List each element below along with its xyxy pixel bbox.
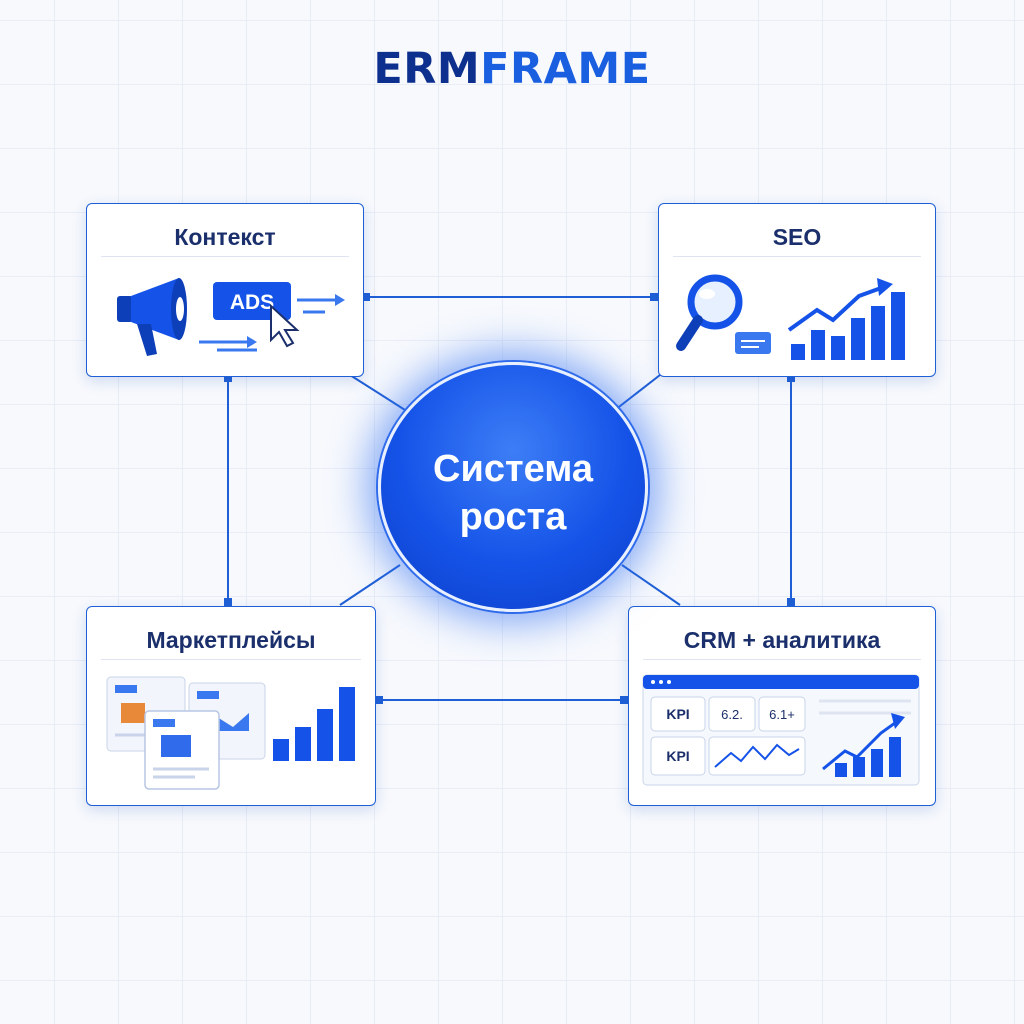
- kpi-tile: KPI: [650, 736, 706, 776]
- hub-label: Система роста: [381, 445, 645, 541]
- kpi-tile: 6.1+: [758, 696, 806, 732]
- connector-hub-br: [621, 564, 681, 606]
- divider: [101, 256, 349, 257]
- seo-illustration: [676, 274, 905, 360]
- bar-chart-icon: [791, 292, 905, 360]
- divider: [673, 256, 921, 257]
- connector-hub-tl: [349, 374, 406, 411]
- divider: [101, 659, 361, 660]
- card-marketplaces-title: Маркетплейсы: [146, 627, 316, 653]
- kpi-tile: 6.2.: [708, 696, 756, 732]
- card-marketplaces[interactable]: Маркетплейсы: [86, 606, 376, 806]
- bar-chart-icon: [273, 687, 355, 761]
- megaphone-icon: [117, 278, 187, 356]
- trend-arrow-icon: [787, 286, 882, 332]
- card-seo[interactable]: SEO: [658, 203, 936, 377]
- dashboard-illustration: KPI 6.2. 6.1+ KPI: [642, 674, 920, 786]
- card-crm-analytics[interactable]: CRM + аналитика KPI 6.2. 6.1+ KPI: [628, 606, 936, 806]
- bar-chart-icon: [819, 699, 911, 777]
- logo-part-2: FRAME: [480, 44, 651, 94]
- divider: [643, 659, 921, 660]
- kpi-tile: KPI: [650, 696, 706, 732]
- cursor-icon: [270, 303, 300, 348]
- kpi-value-1: 6.2.: [721, 707, 743, 722]
- logo-part-1: ERM: [373, 44, 481, 94]
- line-chart-icon: [708, 736, 806, 776]
- hub-label-line-1: Система: [433, 448, 593, 490]
- hub-label-line-2: роста: [459, 496, 567, 538]
- marketplace-illustration: [106, 676, 355, 790]
- ads-label: ADS: [230, 291, 274, 314]
- megaphone-ads-illustration: ADS: [117, 278, 345, 356]
- card-context[interactable]: Контекст ADS: [86, 203, 364, 377]
- kpi-value-2: 6.1+: [769, 707, 795, 722]
- trend-arrow-icon: [822, 721, 896, 771]
- card-context-title: Контекст: [174, 224, 276, 250]
- kpi-label-2: KPI: [666, 748, 689, 764]
- growth-system-hub[interactable]: Система роста: [378, 362, 648, 612]
- connector-hub-tr: [614, 374, 661, 411]
- product-card-icon: [144, 710, 220, 790]
- card-crm-title: CRM + аналитика: [683, 627, 881, 653]
- brand-logo: ERMFRAME: [0, 44, 1024, 94]
- card-seo-title: SEO: [772, 224, 822, 250]
- connector-hub-bl: [339, 564, 401, 606]
- magnifier-icon: [676, 274, 743, 351]
- kpi-label-1: KPI: [666, 706, 689, 722]
